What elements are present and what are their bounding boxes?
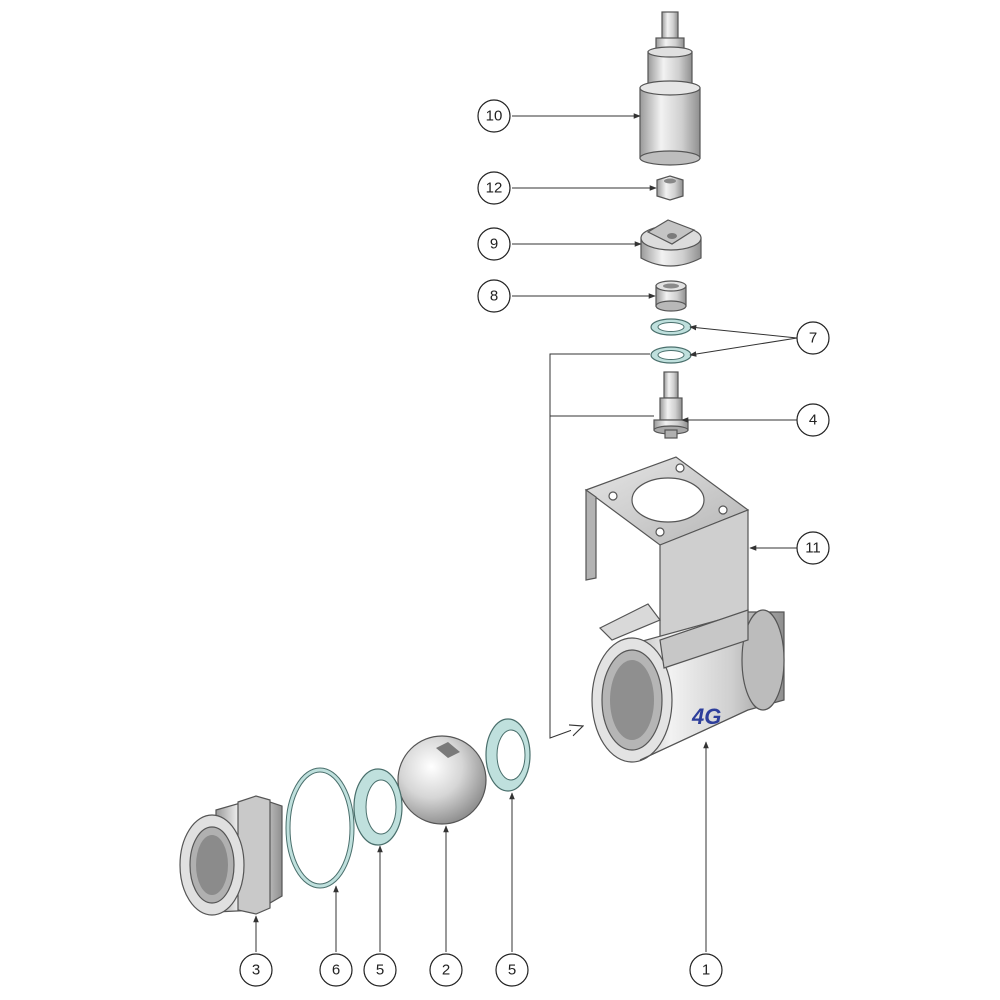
callout-label: 10: [486, 108, 503, 125]
callout-label: 12: [486, 180, 503, 197]
part-2-ball: [397, 735, 487, 825]
callout-10: 10: [477, 99, 511, 133]
callout-3: 3: [239, 953, 273, 987]
callout-2: 2: [429, 953, 463, 987]
part-1-valve-body: 4G: [591, 609, 785, 763]
part-8-bushing: [655, 280, 687, 312]
part-9-stop-plate: [640, 219, 702, 267]
callout-label: 5: [508, 962, 516, 979]
part-10-actuator-shaft: [639, 11, 701, 166]
callout-11: 11: [796, 531, 830, 565]
callout-label: 1: [702, 962, 710, 979]
part-5-seat-right: [485, 718, 531, 792]
leader-lines: [253, 113, 798, 952]
callout-label: 6: [332, 962, 340, 979]
brand-logo: 4G: [691, 704, 721, 729]
part-12-nut: [656, 175, 684, 201]
callout-9: 9: [477, 227, 511, 261]
callout-label: 5: [376, 962, 384, 979]
part-4-stem: [653, 371, 689, 439]
callout-label: 8: [490, 288, 498, 305]
part-7-stem-seals: [650, 318, 692, 364]
part-11-mounting-bracket: [584, 456, 750, 669]
callout-5-left: 5: [363, 953, 397, 987]
callout-6: 6: [319, 953, 353, 987]
part-6-body-seal: [285, 767, 355, 889]
callout-label: 7: [809, 330, 817, 347]
callout-1: 1: [689, 953, 723, 987]
callout-label: 9: [490, 236, 498, 253]
callout-label: 4: [809, 412, 817, 429]
part-3-end-connector: [179, 795, 283, 916]
callout-5-right: 5: [495, 953, 529, 987]
callout-4: 4: [796, 403, 830, 437]
callout-8: 8: [477, 279, 511, 313]
callout-label: 2: [442, 962, 450, 979]
callout-7: 7: [796, 321, 830, 355]
callout-label: 11: [805, 540, 821, 557]
callout-label: 3: [252, 962, 260, 979]
callout-12: 12: [477, 171, 511, 205]
part-5-seat-left: [353, 768, 403, 846]
